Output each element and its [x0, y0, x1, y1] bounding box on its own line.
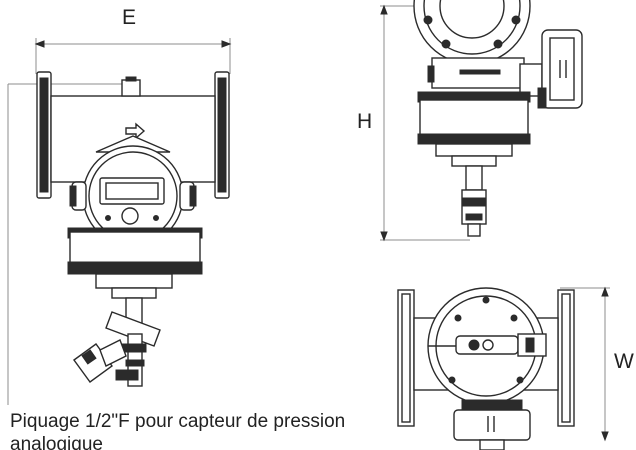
front-view — [7, 38, 232, 405]
dimension-h-line — [380, 4, 470, 242]
top-lower-module — [453, 399, 531, 450]
transmitter-head — [69, 135, 197, 247]
left-flange — [36, 71, 52, 199]
electronics-body — [67, 227, 203, 299]
top-round-head — [427, 287, 547, 405]
side-view — [380, 0, 583, 242]
dimension-label-w: W — [614, 350, 634, 373]
dimension-label-e: E — [122, 6, 137, 29]
top-port — [121, 79, 141, 97]
right-flange — [214, 71, 230, 199]
dimension-label-h: H — [357, 110, 373, 133]
round-flange — [413, 0, 531, 65]
caption-text: Piquage 1/2"F pour capteur de pression a… — [10, 411, 346, 450]
button-icon — [121, 207, 139, 225]
display-window — [99, 177, 165, 205]
valve-assembly — [73, 297, 161, 387]
side-transmitter — [519, 29, 583, 109]
dimension-w-line — [560, 286, 610, 442]
flow-arrow-icon — [125, 122, 146, 140]
dimension-e-line — [34, 38, 232, 74]
top-view — [397, 286, 610, 450]
top-right-flange — [557, 289, 575, 427]
top-left-flange — [397, 289, 415, 427]
